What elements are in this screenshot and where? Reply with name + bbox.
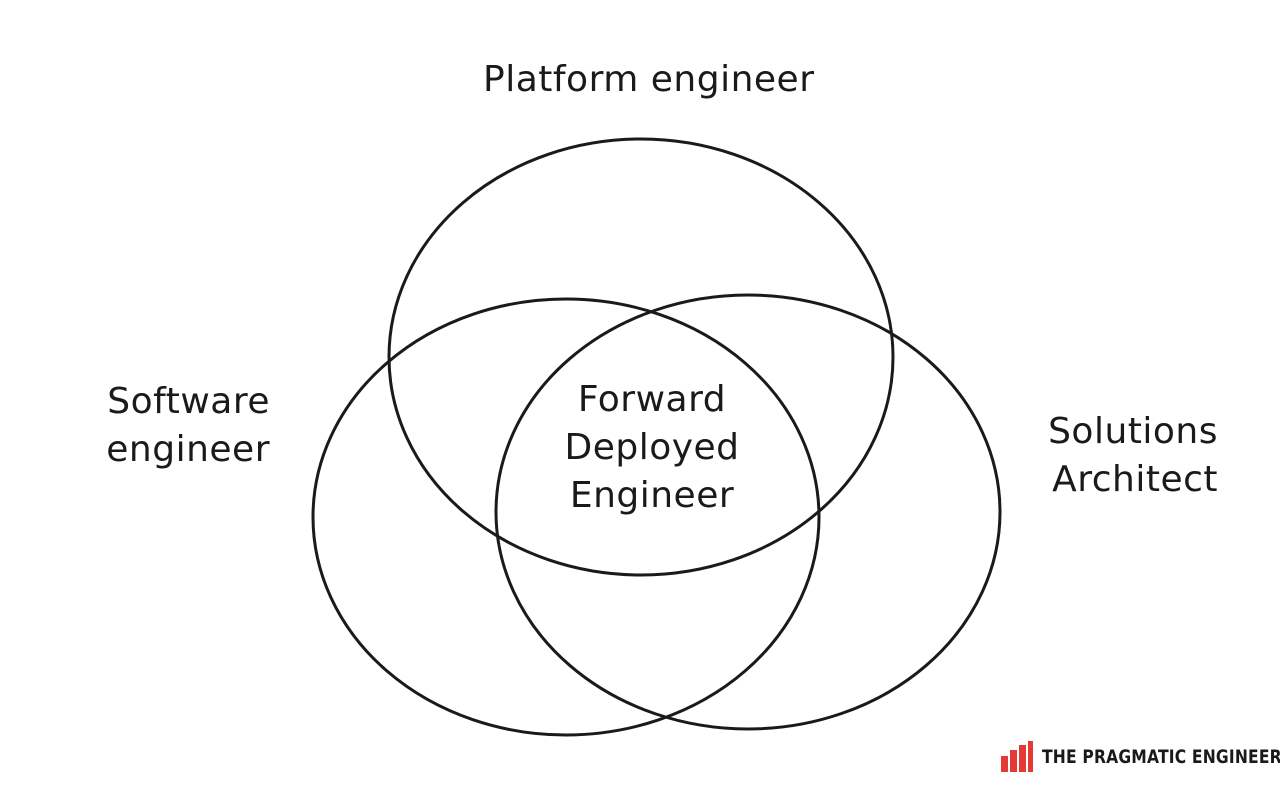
software-engineer-label-line-2: engineer	[106, 429, 270, 470]
intersection-label-line-1: Forward	[577, 379, 727, 420]
software-engineer-circle	[311, 297, 821, 737]
platform-engineer-circle	[387, 137, 895, 577]
intersection-label-line-3: Engineer	[569, 475, 735, 516]
software-engineer-label-line-1: Software	[107, 381, 270, 422]
bar-chart-logo-icon	[1001, 741, 1033, 772]
brand-watermark: THE PRAGMATIC ENGINEER	[1000, 740, 1280, 774]
solutions-architect-label-line-1: Solutions	[1048, 411, 1218, 452]
brand-name: THE PRAGMATIC ENGINEER	[1042, 746, 1280, 768]
solutions-architect-label-line-2: Architect	[1052, 459, 1218, 500]
forward-deployed-engineer-label: Forward Deployed Engineer	[552, 376, 752, 520]
intersection-label-line-2: Deployed	[564, 427, 740, 468]
solutions-architect-label: Solutions Architect	[1032, 408, 1218, 504]
solutions-architect-circle	[494, 293, 1002, 731]
platform-engineer-label: Platform engineer	[483, 56, 815, 104]
platform-engineer-label-text: Platform engineer	[483, 59, 815, 100]
software-engineer-label: Software engineer	[98, 378, 270, 474]
